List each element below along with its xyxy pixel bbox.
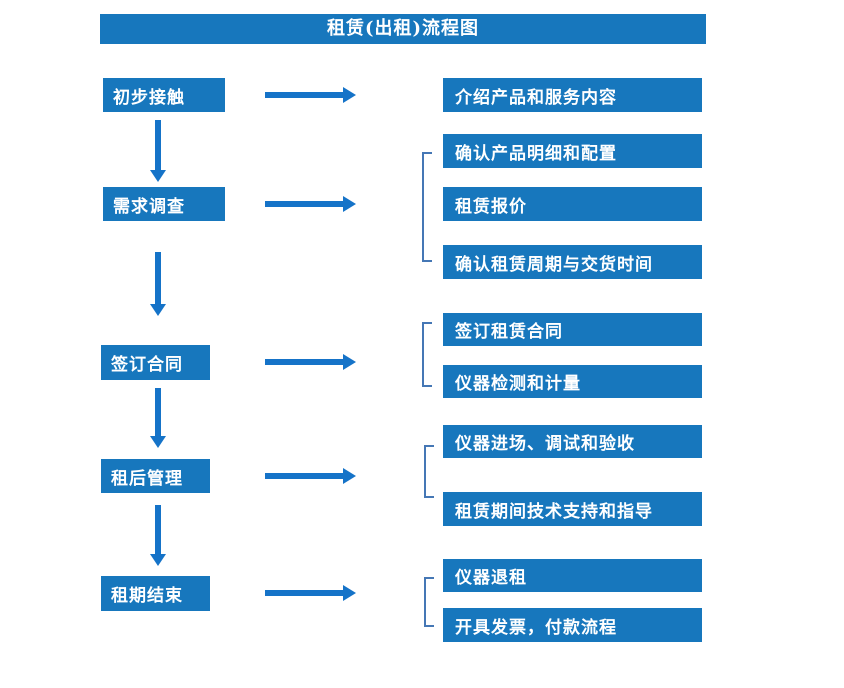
arrow-down-icon-4	[150, 505, 166, 566]
flowchart-title: 租赁(出租)流程图	[100, 14, 706, 44]
bracket-icon-demand-survey-group	[422, 152, 432, 262]
arrow-right-icon-3	[265, 354, 356, 370]
detail-box-confirm-product-config: 确认产品明细和配置	[443, 134, 702, 168]
step-box-demand-survey: 需求调查	[103, 187, 225, 221]
step-box-initial-contact: 初步接触	[103, 78, 225, 112]
step-box-rental-end: 租期结束	[101, 576, 210, 611]
arrow-right-icon-2	[265, 196, 356, 212]
step-box-post-rental-management: 租后管理	[101, 459, 210, 493]
detail-box-instrument-return: 仪器退租	[443, 559, 702, 592]
arrow-down-icon-3	[150, 388, 166, 448]
bracket-icon-post-rental-group	[424, 445, 434, 498]
arrow-right-icon-4	[265, 468, 356, 484]
arrow-right-icon-5	[265, 585, 356, 601]
detail-box-instrument-testing: 仪器检测和计量	[443, 365, 702, 398]
bracket-icon-sign-contract-group	[422, 322, 432, 387]
detail-box-introduce-products: 介绍产品和服务内容	[443, 78, 702, 112]
detail-box-rental-quote: 租赁报价	[443, 187, 702, 221]
arrow-down-icon-1	[150, 120, 166, 182]
step-box-sign-contract: 签订合同	[101, 345, 210, 380]
detail-box-tech-support: 租赁期间技术支持和指导	[443, 492, 702, 526]
bracket-icon-rental-end-group	[424, 577, 434, 627]
detail-box-confirm-period-delivery: 确认租赁周期与交货时间	[443, 245, 702, 279]
detail-box-sign-rental-contract: 签订租赁合同	[443, 313, 702, 346]
arrow-down-icon-2	[150, 252, 166, 316]
arrow-right-icon-1	[265, 87, 356, 103]
detail-box-invoice-payment: 开具发票，付款流程	[443, 608, 702, 642]
detail-box-instrument-entry-acceptance: 仪器进场、调试和验收	[443, 425, 702, 458]
